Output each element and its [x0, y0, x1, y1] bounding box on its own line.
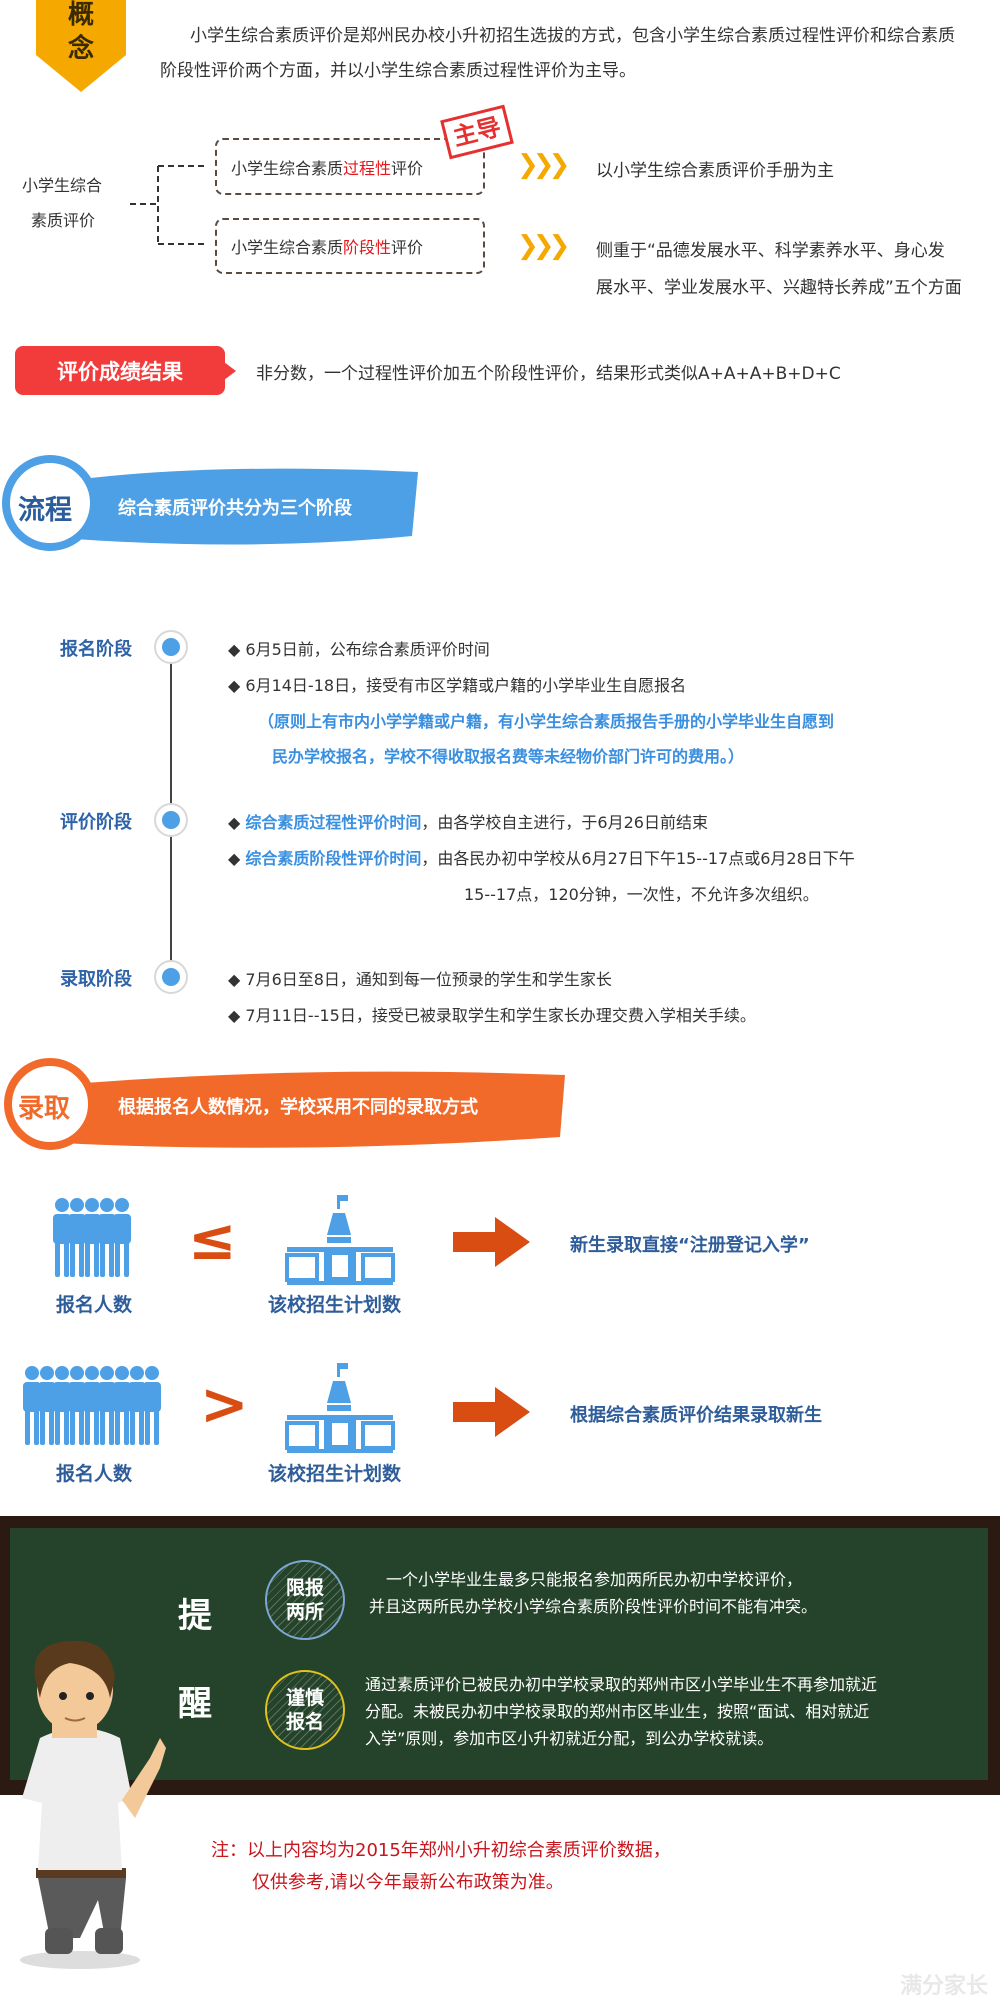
stage-item: ◆ 综合素质阶段性评价时间，由各民办初中学校从6月27日下午15--17点或6月… [228, 849, 855, 868]
stage-item: ◆ 7月11日--15日，接受已被录取学生和学生家长办理交费入学相关手续。 [228, 1006, 756, 1025]
applicants-label: 报名人数 [56, 1294, 133, 1316]
process-header-band [2, 455, 418, 551]
reminder-text: 分配。未被民办初中学校录取的郑州市区毕业生，按照“面试、相对就近 [365, 1702, 870, 1721]
lead-stamp: 主导 [440, 104, 514, 160]
stage-item: ◆ 7月6日至8日，通知到每一位预录的学生和学生家长 [228, 970, 612, 989]
operator: > [200, 1370, 249, 1438]
school-icon [285, 1361, 395, 1455]
stage-label: 录取阶段 [60, 969, 132, 990]
arrow-right-icon [453, 1217, 530, 1267]
watermark-logo: 满分家长 [900, 1974, 989, 1999]
tree-root: 小学生综合 [22, 176, 103, 195]
school-icon [285, 1193, 395, 1287]
reminder-text: 一个小学毕业生最多只能报名参加两所民办初中学校评价， [386, 1570, 803, 1589]
tree-connector [130, 165, 206, 245]
blackboard [10, 1528, 988, 1780]
admission-title: 根据报名人数情况，学校采用不同的录取方式 [118, 1097, 478, 1118]
admission-result: 新生录取直接“注册登记入学” [570, 1235, 810, 1256]
stage-eval-box: 小学生综合素质阶段性评价 [215, 218, 485, 274]
chevrons-icon: ❯❯❯ [517, 231, 570, 261]
stage-note: （原则上有市内小学学籍或户籍，有小学生综合素质报告手册的小学毕业生自愿到 [258, 712, 835, 731]
reminder-text: 入学”原则，参加市区小升初就近分配，到公办学校就读。 [365, 1729, 774, 1748]
branch1-desc: 以小学生综合素质评价手册为主 [596, 161, 834, 181]
reminder-text: 并且这两所民办学校小学综合素质阶段性评价时间不能有冲突。 [369, 1597, 818, 1616]
result-text: 非分数，一个过程性评价加五个阶段性评价，结果形式类似A+A+A+B+D+C [256, 364, 841, 384]
process-badge: 流程 [18, 495, 72, 526]
reminder-text: 通过素质评价已被民办初中学校录取的郑州市区小学毕业生不再参加就近 [365, 1675, 878, 1694]
admission-graphics [23, 1193, 530, 1455]
intro-line: 阶段性评价两个方面，并以小学生综合素质过程性评价为主导。 [160, 61, 636, 81]
intro-line: 小学生综合素质评价是郑州民办校小升初招生选拔的方式，包含小学生综合素质过程性评价… [190, 26, 955, 46]
operator: ≤ [188, 1205, 237, 1273]
footnote: 注：以上内容均为2015年郑州小升初综合素质评价数据， [211, 1840, 671, 1861]
admission-header-band [4, 1058, 565, 1150]
process-title: 综合素质评价共分为三个阶段 [118, 498, 352, 519]
reminder-title: 醒 [178, 1684, 212, 1724]
people-icon [53, 1198, 131, 1277]
stage-dot-icon [154, 803, 188, 837]
result-label: 评价成绩结果 [15, 346, 225, 395]
arrow-right-icon [453, 1387, 530, 1437]
badge-char: 概 [67, 0, 94, 30]
plan-label: 该校招生计划数 [268, 1463, 402, 1485]
stage-item-cont: 15--17点，120分钟，一次性，不允许多次组织。 [464, 885, 819, 904]
chevrons-icon: ❯❯❯ [517, 150, 570, 180]
tree-root: 素质评价 [31, 211, 96, 230]
reminder-title: 提 [178, 1596, 212, 1636]
stage-label: 评价阶段 [60, 812, 132, 833]
plan-label: 该校招生计划数 [268, 1294, 402, 1316]
branch2-desc: 展水平、学业发展水平、兴趣特长养成”五个方面 [596, 278, 962, 298]
stage-dot-icon [154, 630, 188, 664]
stage-note: 民办学校报名，学校不得收取报名费等未经物价部门许可的费用。） [272, 747, 745, 766]
process-eval-box: 小学生综合素质过程性评价 [215, 138, 485, 195]
stage-dot-icon [154, 960, 188, 994]
stage-label: 报名阶段 [60, 639, 132, 660]
applicants-label: 报名人数 [56, 1463, 133, 1485]
badge-char: 念 [67, 34, 94, 64]
branch2-desc: 侧重于“品德发展水平、科学素养水平、身心发 [596, 241, 945, 261]
seal-limit: 限报两所 [265, 1560, 345, 1640]
stage-item: ◆ 6月5日前，公布综合素质评价时间 [228, 640, 490, 659]
admission-badge: 录取 [18, 1094, 71, 1124]
concept-badge: 概 念 [36, 0, 126, 92]
pointer-icon [224, 362, 236, 380]
footnote: 仅供参考,请以今年最新公布政策为准。 [252, 1872, 564, 1893]
stage-item: ◆ 综合素质过程性评价时间，由各学校自主进行，于6月26日前结束 [228, 813, 708, 832]
people-icon [23, 1366, 161, 1445]
stage-item: ◆ 6月14日-18日，接受有市区学籍或户籍的小学毕业生自愿报名 [228, 676, 687, 695]
teacher-illustration [20, 1640, 166, 1969]
seal-caution: 谨慎报名 [265, 1670, 345, 1750]
admission-result: 根据综合素质评价结果录取新生 [570, 1405, 822, 1426]
